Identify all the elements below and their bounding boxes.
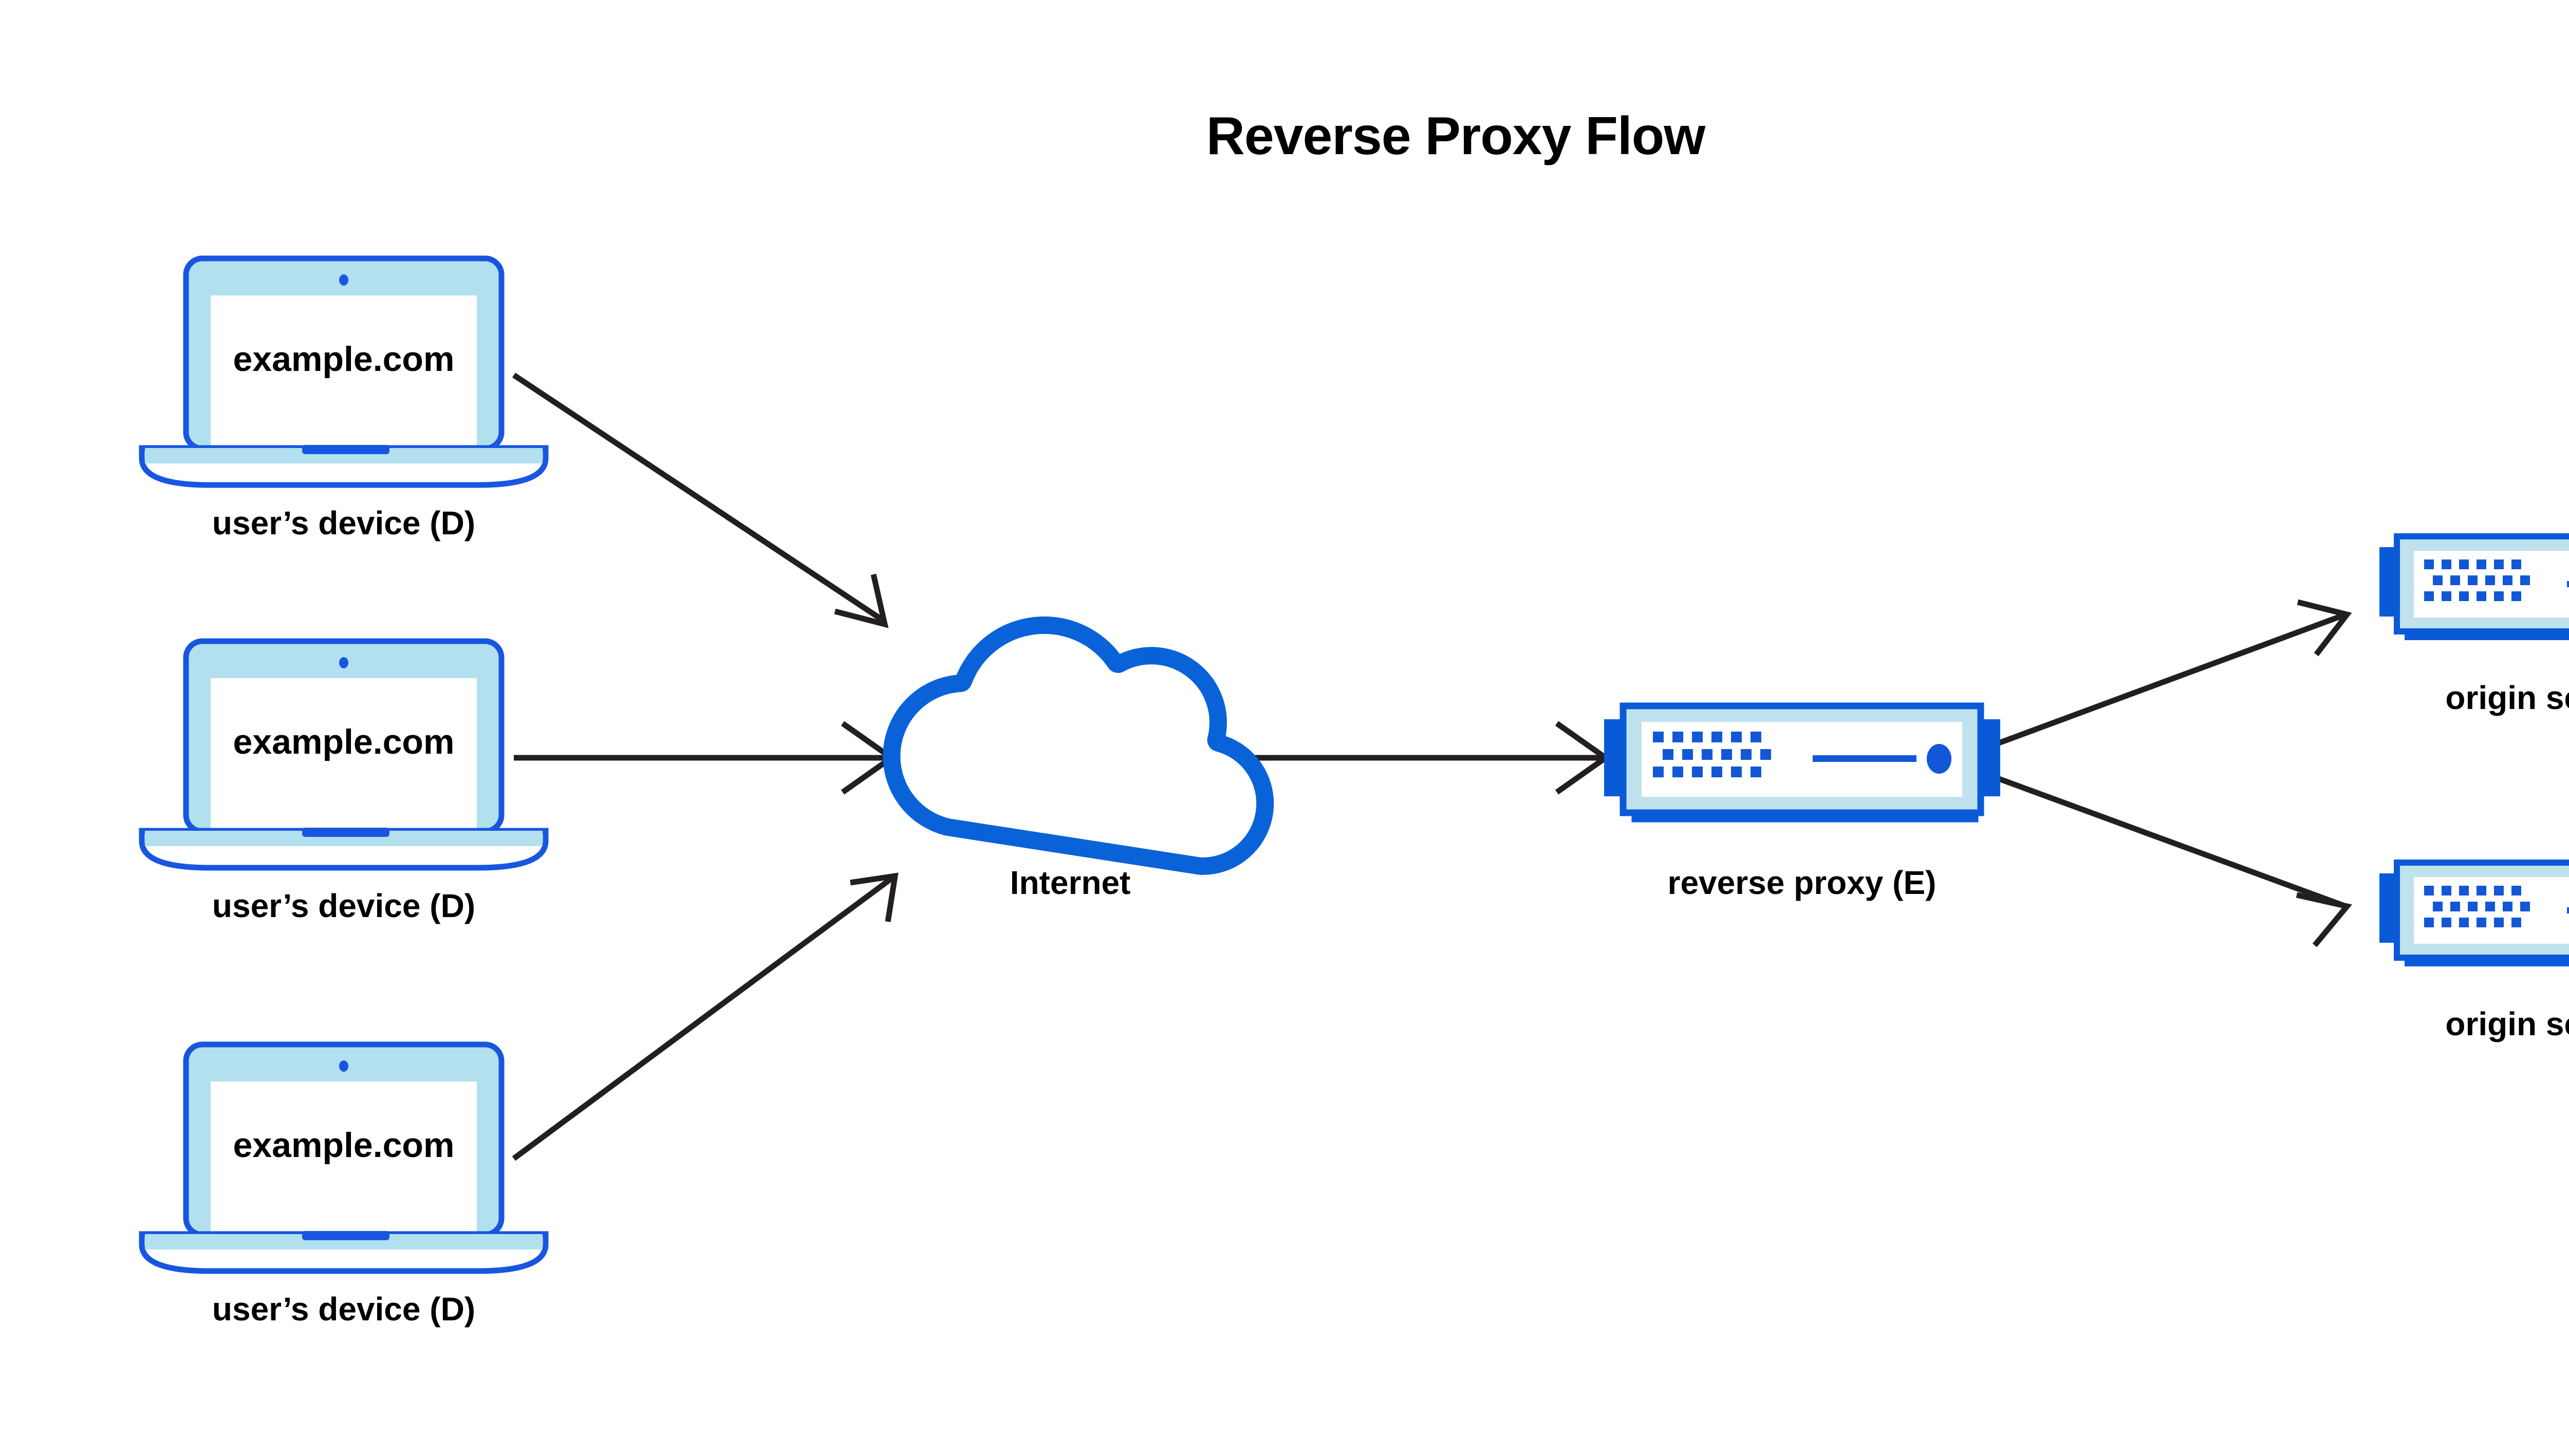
arrow-internet-to-proxy (1254, 721, 1611, 795)
laptop-screen (211, 1081, 477, 1235)
server-icon (2379, 533, 2569, 640)
proxy-label: reverse proxy (E) (1668, 864, 1937, 901)
page-title: Reverse Proxy Flow (1206, 106, 1706, 166)
laptop-trackpad-notch (302, 828, 389, 837)
server-status-line (2567, 907, 2569, 913)
server-port-grid (1653, 732, 1771, 777)
laptop-base-top (145, 831, 543, 846)
node-origin-server-2[interactable]: origin server (F) (2379, 860, 2569, 1042)
arrow-proxy-to-origin1 (1993, 599, 2352, 748)
laptop-icon (139, 255, 549, 488)
node-device-2[interactable]: example.com user’s device (D) (139, 638, 549, 924)
laptop-icon (139, 638, 549, 871)
node-origin-server-1[interactable]: origin server (F) (2379, 533, 2569, 716)
laptop-trackpad-notch (302, 445, 389, 454)
device-screen-text: example.com (233, 722, 455, 761)
laptop-trackpad-notch (302, 1231, 389, 1240)
server-icon (2379, 860, 2569, 966)
webcam-icon (339, 657, 348, 668)
server-status-line (1813, 755, 1916, 762)
laptop-screen (211, 678, 477, 831)
device-label: user’s device (D) (212, 505, 475, 542)
device-label: user’s device (D) (212, 1291, 475, 1328)
origin-label: origin server (F) (2445, 1005, 2569, 1042)
node-device-3[interactable]: example.com user’s device (D) (139, 1041, 549, 1328)
device-label: user’s device (D) (212, 887, 475, 924)
laptop-screen (211, 295, 477, 449)
node-internet[interactable]: Internet (883, 616, 1274, 901)
arrow-group (512, 372, 2352, 1161)
server-status-line (2567, 581, 2569, 587)
server-status-dot (1927, 744, 1951, 774)
arrow-proxy-to-origin2 (1993, 774, 2352, 947)
server-icon (1604, 702, 2000, 823)
webcam-icon (339, 1060, 348, 1072)
laptop-base-top (145, 1234, 543, 1249)
device-screen-text: example.com (233, 340, 455, 379)
arrow-device2-to-internet (514, 721, 897, 795)
arrow-device1-to-internet (512, 372, 889, 628)
node-device-1[interactable]: example.com user’s device (D) (139, 255, 549, 542)
internet-label: Internet (1010, 864, 1131, 901)
webcam-icon (339, 274, 348, 286)
node-reverse-proxy[interactable]: reverse proxy (E) (1604, 702, 2000, 901)
device-screen-text: example.com (233, 1126, 455, 1165)
laptop-base-top (145, 448, 543, 463)
server-port-grid (2424, 886, 2530, 927)
cloud-icon (883, 616, 1274, 875)
arrow-device3-to-internet (512, 872, 899, 1161)
laptop-icon (139, 1041, 549, 1274)
origin-label: origin server (F) (2445, 679, 2569, 716)
server-port-grid (2424, 559, 2530, 601)
